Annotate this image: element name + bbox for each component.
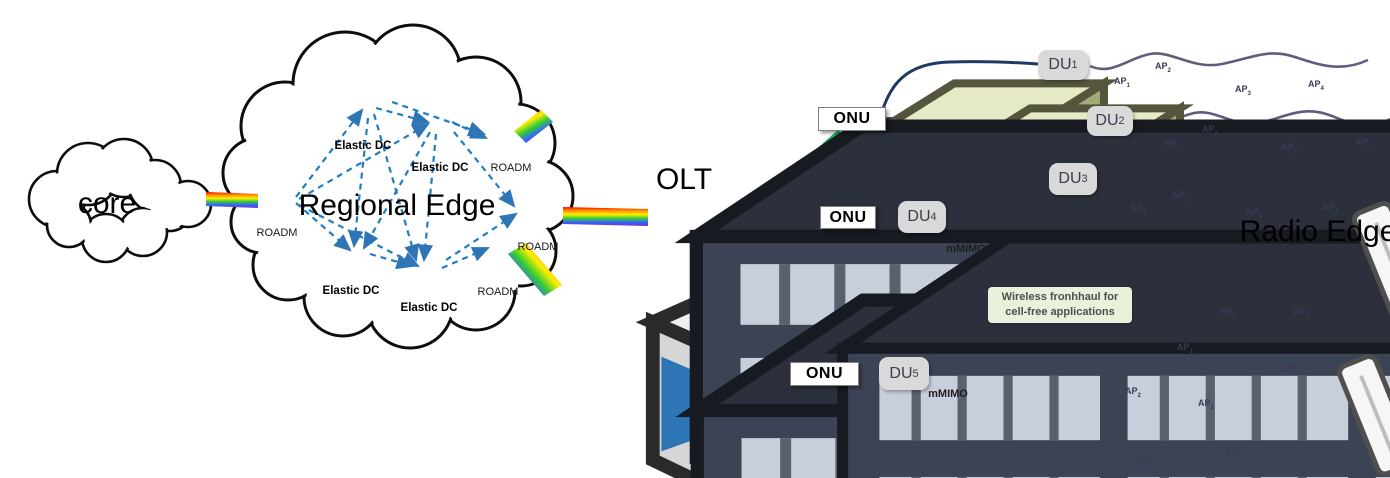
ap-label: AP1 bbox=[1114, 76, 1130, 89]
ap-label: AP1 bbox=[1164, 138, 1180, 151]
ap-label: AP2 bbox=[1125, 386, 1141, 399]
ap-label: AP1 bbox=[1130, 203, 1146, 216]
olt-label: OLT bbox=[655, 163, 713, 196]
ap-label: AP3 bbox=[1246, 207, 1262, 220]
elastic-dc-label: Elastic DC bbox=[322, 285, 380, 297]
ap-label: AP4 bbox=[1322, 202, 1338, 215]
ap-label: AP3 bbox=[1235, 84, 1251, 97]
regional-edge-cloud bbox=[221, 23, 575, 350]
core-cloud bbox=[27, 137, 213, 264]
onu-box-bottom: ONU bbox=[790, 362, 859, 386]
roadm-label: ROADM bbox=[490, 162, 532, 174]
ap-label: AP1 bbox=[1198, 398, 1214, 411]
ap-label: AP4 bbox=[1284, 364, 1300, 377]
roadm-label: ROADM bbox=[477, 286, 519, 298]
roadm-label: ROADM bbox=[517, 241, 559, 253]
ap-label: AP2 bbox=[1155, 61, 1171, 74]
regional-edge-label: Regional Edge bbox=[298, 189, 496, 222]
radio-edge-label: Radio Edge bbox=[1239, 215, 1390, 248]
ap-label: AP2 bbox=[1202, 124, 1218, 137]
ap-label: AP4 bbox=[1308, 79, 1324, 92]
core-cloud-label: core bbox=[77, 187, 137, 220]
ap-label: AP4 bbox=[1356, 137, 1372, 150]
note-line-2: cell-free applications bbox=[1005, 305, 1115, 318]
devices bbox=[653, 82, 1390, 478]
mmimo-label: mMIMO bbox=[946, 243, 986, 255]
onu-box-middle: ONU bbox=[820, 206, 876, 229]
note-line-1: Wireless fronhhaul for bbox=[1001, 291, 1119, 303]
ap-label: AP3 bbox=[1281, 142, 1297, 155]
elastic-dc-label: Elastic DC bbox=[334, 140, 392, 152]
mmimo-label: mMIMO bbox=[928, 388, 968, 400]
ap-label: AP3 bbox=[1225, 446, 1241, 459]
ap-label: AP1 bbox=[1177, 342, 1193, 355]
ap-label: AP2 bbox=[1172, 190, 1188, 203]
elastic-dc-label: Elastic DC bbox=[411, 162, 469, 174]
wireless-fronthaul-note: Wireless fronhhaul for cell-free applica… bbox=[988, 287, 1132, 323]
elastic-dc-label: Elastic DC bbox=[400, 302, 458, 314]
dc-mesh-links bbox=[295, 100, 518, 270]
ap-label: AP3 bbox=[1293, 307, 1309, 320]
wdm-rainbow-links bbox=[206, 110, 648, 296]
roadm-label: ROADM bbox=[256, 227, 298, 239]
ap-label: AP2 bbox=[1220, 306, 1236, 319]
onu-box-top: ONU bbox=[818, 107, 886, 131]
ap-label: AP4 bbox=[1134, 456, 1150, 469]
